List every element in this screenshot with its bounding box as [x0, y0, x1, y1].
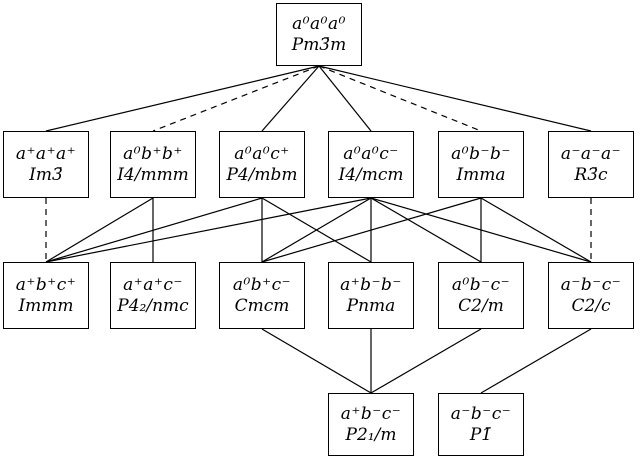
edge-n0-n2	[152, 65, 320, 132]
glazer-notation: a⁺b⁻c⁻	[340, 404, 402, 425]
glazer-notation: a⁰a⁰c⁻	[343, 144, 399, 165]
node-n12: a⁻b⁻c⁻ C2/c	[548, 262, 634, 329]
node-n3: a⁰a⁰c⁺ P4/mbm	[219, 131, 305, 198]
edge-n11-n13	[370, 328, 482, 394]
node-n6: a⁻a⁻a⁻ R3̄c	[548, 131, 634, 198]
edge-n0-n4	[318, 65, 372, 132]
space-group: P1̄	[469, 424, 493, 445]
glazer-notation: a⁰a⁰c⁺	[234, 144, 290, 165]
edge-n12-n14	[480, 328, 592, 394]
edge-n0-n3	[261, 65, 320, 132]
node-n10: a⁺b⁻b⁻ Pnma	[328, 262, 414, 329]
node-n8: a⁺a⁺c⁻ P4₂/nmc	[110, 262, 196, 329]
edge-n9-n13	[261, 328, 372, 394]
glazer-notation: a⁻b⁻c⁻	[450, 404, 512, 425]
space-group: P2₁/m	[345, 424, 397, 445]
node-n0: a⁰a⁰a⁰ Pm3̄m	[276, 3, 362, 66]
edge-n0-n5	[318, 65, 482, 132]
node-n2: a⁰b⁺b⁺ I4/mmm	[110, 131, 196, 198]
edge-n4-n9	[261, 197, 372, 263]
glazer-notation: a⁰b⁻c⁻	[451, 275, 511, 296]
node-n13: a⁺b⁻c⁻ P2₁/m	[328, 393, 414, 456]
edge-n4-n7	[45, 197, 372, 263]
space-group: Cmcm	[234, 295, 290, 316]
space-group: P4/mbm	[226, 164, 298, 185]
edge-n3-n7	[45, 197, 263, 263]
glazer-notation: a⁺b⁺c⁺	[15, 275, 77, 296]
node-n9: a⁰b⁺c⁻ Cmcm	[219, 262, 305, 329]
node-n14: a⁻b⁻c⁻ P1̄	[438, 393, 524, 456]
space-group: I4/mcm	[338, 164, 404, 185]
space-group: I4/mmm	[117, 164, 189, 185]
space-group: C2/c	[571, 295, 611, 316]
glazer-notation: a⁰b⁻b⁻	[451, 144, 511, 165]
node-n1: a⁺a⁺a⁺ Im3̄	[3, 131, 89, 198]
edge-n2-n7	[45, 197, 154, 263]
glazer-notation: a⁰b⁺b⁺	[123, 144, 183, 165]
node-n4: a⁰a⁰c⁻ I4/mcm	[328, 131, 414, 198]
node-n5: a⁰b⁻b⁻ Imma	[438, 131, 524, 198]
edge-n0-n1	[45, 65, 320, 132]
space-group: C2/m	[458, 295, 504, 316]
edge-n5-n12	[480, 197, 592, 263]
space-group: P4₂/nmc	[117, 295, 189, 316]
space-group: Imma	[456, 164, 506, 185]
edge-n5-n9	[261, 197, 482, 263]
glazer-notation: a⁺a⁺c⁻	[123, 275, 183, 296]
glazer-notation: a⁻a⁻a⁻	[560, 144, 622, 165]
space-group: Immm	[18, 295, 74, 316]
node-n11: a⁰b⁻c⁻ C2/m	[438, 262, 524, 329]
glazer-notation: a⁺a⁺a⁺	[15, 144, 77, 165]
space-group: Im3̄	[29, 164, 63, 185]
space-group: Pm3̄m	[291, 34, 347, 55]
glazer-notation: a⁺b⁻b⁻	[340, 275, 402, 296]
glazer-notation: a⁰b⁺c⁻	[232, 275, 292, 296]
edge-n0-n6	[318, 65, 592, 132]
glazer-notation: a⁰a⁰a⁰	[292, 14, 346, 35]
edge-n4-n11	[370, 197, 482, 263]
space-group: R3̄c	[574, 164, 608, 185]
glazer-notation: a⁻b⁻c⁻	[560, 275, 622, 296]
space-group: Pnma	[346, 295, 396, 316]
node-n7: a⁺b⁺c⁺ Immm	[3, 262, 89, 329]
